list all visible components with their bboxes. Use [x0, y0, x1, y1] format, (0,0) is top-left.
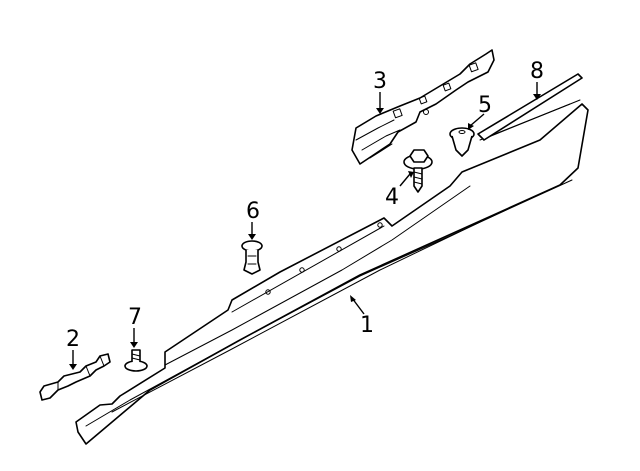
- callout-8: 8: [530, 59, 544, 84]
- callout-7: 7: [128, 305, 142, 330]
- callout-numbers: 1 2 3 4 5 6 7 8: [66, 59, 544, 352]
- callout-4: 4: [385, 185, 399, 210]
- callout-1: 1: [360, 313, 374, 338]
- callout-3: 3: [373, 69, 387, 94]
- callout-6: 6: [246, 199, 260, 224]
- rocker-panel-part-1[interactable]: [75, 99, 589, 445]
- screw-part-7[interactable]: [124, 349, 148, 372]
- trim-strip-part-8[interactable]: [477, 73, 583, 141]
- bolt-part-4[interactable]: [403, 149, 433, 193]
- callout-5: 5: [478, 93, 492, 118]
- callout-2: 2: [66, 327, 80, 352]
- retainer-clip-part-6[interactable]: [241, 240, 263, 275]
- clip-part-5[interactable]: [449, 127, 475, 157]
- bracket-part-2[interactable]: [39, 353, 111, 401]
- mounting-bracket-part-3[interactable]: [351, 49, 495, 165]
- callout-leaders: [69, 82, 541, 370]
